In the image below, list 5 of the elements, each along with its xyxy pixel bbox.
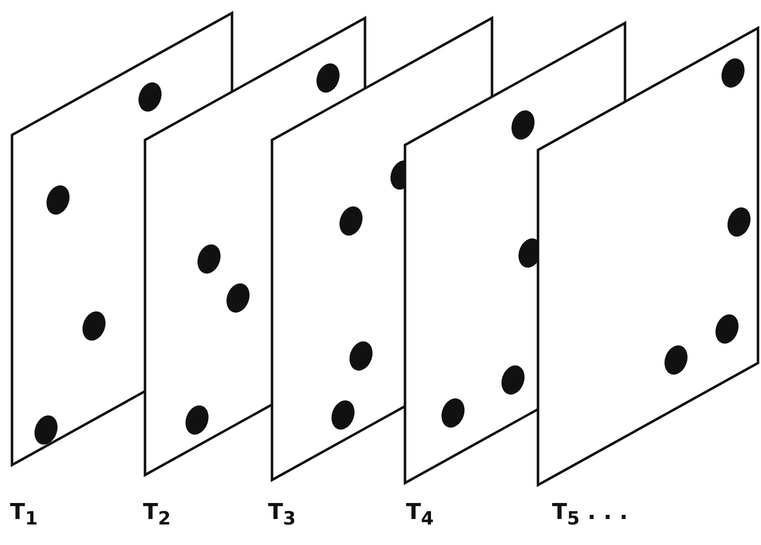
time-label: T$_{2}$ <box>143 500 171 530</box>
time-label: T$_{3}$ <box>268 500 296 530</box>
time-label: T$_{5}$ . . . <box>552 500 628 530</box>
time-label: T$_{1}$ <box>10 500 38 530</box>
time-label: T$_{4}$ <box>406 500 434 530</box>
